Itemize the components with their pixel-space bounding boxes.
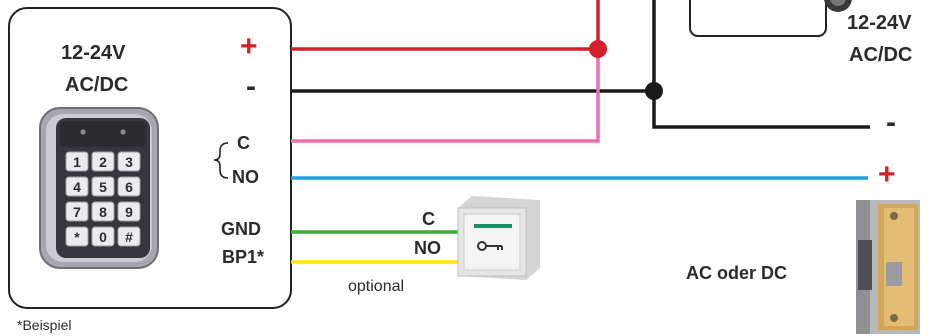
keypad-key-label: 7 [73,204,81,220]
keypad-key [65,226,89,247]
keypad-key [91,226,115,247]
optional-note: optional [348,278,405,295]
reader-voltage: 12-24V [61,42,126,64]
keypad-key [91,151,115,172]
button-no-label: NO [414,238,441,258]
keypad-key [91,176,115,197]
wire-c [291,52,600,143]
keypad-key-label: # [125,229,133,245]
keypad-key-label: 9 [125,204,133,220]
keypad-key-label: 2 [99,154,107,170]
keypad-key-label: * [74,229,80,245]
strike-plus: + [878,158,896,191]
junction-plus [589,40,607,58]
keypad-key [117,201,141,222]
terminal-plus: + [240,30,258,63]
keypad-key [65,176,89,197]
keypad-key [117,151,141,172]
exit-button-device [457,196,540,280]
keypad-key-label: 6 [125,179,133,195]
footnote: *Beispiel [17,317,72,333]
door-strike-device [856,200,920,334]
keypad-key-label: 1 [73,154,81,170]
keypad-key-label: 0 [99,229,107,245]
keypad-key-label: 4 [73,179,81,195]
keypad-key [65,201,89,222]
button-c-label: C [422,209,435,229]
wire-plus [291,0,600,51]
psu-minus: - [886,106,896,139]
psu-voltage: 12-24V [847,12,912,34]
keypad-key [117,176,141,197]
c-no-bracket [213,142,229,179]
keypad-key [65,151,89,172]
terminal-minus: - [246,70,256,103]
terminal-no: NO [232,167,259,187]
terminal-c: C [237,133,250,153]
junction-minus [645,82,663,100]
wire-minus [291,89,870,129]
psu-current-type: AC/DC [849,44,913,66]
keypad-key-label: 5 [99,179,107,195]
terminal-gnd: GND [221,219,261,239]
keypad-key [91,201,115,222]
terminal-bp1: BP1* [222,247,265,267]
keypad-device: 1 2 3 4 5 6 7 8 9 * 0 # [39,107,159,269]
keypad-key [117,226,141,247]
key-icon [477,241,503,251]
power-supply-box [689,0,827,37]
keypad-key-label: 3 [125,154,133,170]
reader-current-type: AC/DC [65,74,129,96]
strike-label: AC oder DC [686,263,788,283]
keypad-key-label: 8 [99,204,107,220]
